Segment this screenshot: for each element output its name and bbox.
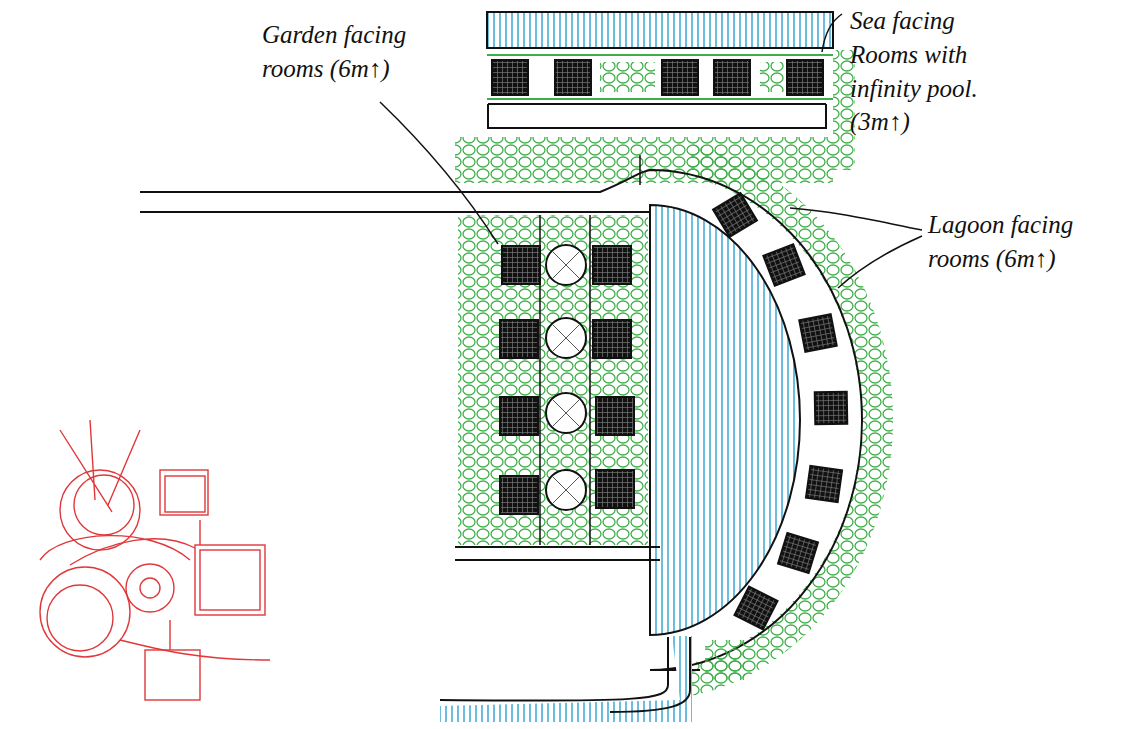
- concept-sketch: [74, 475, 134, 535]
- concept-sketch: [170, 520, 200, 650]
- plunge-pools: [552, 399, 580, 427]
- plunge-pools: [552, 476, 580, 504]
- leader-lines: [380, 102, 498, 244]
- access-road: [140, 170, 862, 670]
- water-channel: [440, 636, 692, 722]
- garden-rooms: [500, 476, 538, 514]
- plunge-pools: [552, 324, 580, 352]
- garden-block: [455, 215, 660, 560]
- garden-strip: [455, 137, 833, 183]
- leader-lines: [790, 208, 922, 230]
- plunge-pools: [552, 251, 580, 279]
- plunge-pools: [546, 245, 586, 510]
- concept-sketch: [60, 420, 140, 512]
- garden-rooms: [596, 397, 634, 435]
- access-road: [140, 170, 862, 670]
- concept-sketch: [165, 476, 205, 512]
- lagoon-rooms: [799, 314, 837, 352]
- infinity-pool: [487, 12, 833, 48]
- garden-rooms: [502, 246, 540, 284]
- lagoon-rooms: [806, 466, 842, 502]
- garden-strip: [639, 155, 641, 185]
- leader-lines: [380, 14, 922, 288]
- water-channel: [705, 640, 745, 680]
- concept-sketch: [140, 578, 160, 598]
- garden-block: [455, 559, 660, 561]
- lagoon-rooms: [778, 533, 818, 573]
- water-channel: [610, 637, 690, 712]
- sea-room-row: [492, 60, 528, 95]
- concept-sketch: [145, 650, 200, 700]
- concept-sketch: [160, 470, 208, 515]
- room-note: Garden facing rooms (6m↑): [262, 18, 437, 86]
- sea-room-row: [487, 54, 833, 56]
- concept-sketch: [40, 420, 270, 700]
- garden-rooms: [593, 320, 631, 358]
- sea-room-row: [787, 60, 823, 95]
- infinity-pool: [487, 12, 833, 48]
- plunge-pools: [546, 393, 586, 433]
- leader-lines: [822, 14, 842, 52]
- concept-sketch: [195, 545, 265, 615]
- concept-sketch: [60, 470, 140, 550]
- sea-room-row: [600, 62, 655, 92]
- sea-room-row: [555, 60, 591, 95]
- sea-room-row: [488, 104, 826, 128]
- sea-room-row: [487, 98, 833, 100]
- water-channel: [440, 636, 745, 722]
- sea-room-row: [714, 60, 750, 95]
- plunge-pools: [546, 470, 586, 510]
- garden-block: [455, 546, 660, 548]
- lagoon-rooms: [713, 193, 757, 237]
- water-channel: [440, 637, 668, 701]
- garden-rooms: [500, 246, 634, 514]
- sea-room-row: [760, 62, 784, 92]
- lagoon-rooms: [763, 244, 804, 285]
- room-note: Sea facing Rooms with infinity pool. (3m…: [850, 4, 1022, 139]
- concept-sketch: [47, 585, 113, 651]
- lagoon-rooms: [734, 586, 777, 629]
- garden-block: [458, 215, 648, 545]
- concept-sketch: [40, 536, 270, 660]
- garden-rooms: [500, 397, 538, 435]
- concept-sketch: [40, 567, 130, 657]
- room-note: Lagoon facing rooms (6m↑): [928, 208, 1106, 276]
- leader-lines: [838, 236, 922, 288]
- lagoon-rooms: [815, 392, 848, 425]
- garden-rooms: [593, 246, 631, 284]
- garden-rooms: [596, 470, 634, 508]
- plunge-pools: [546, 245, 586, 285]
- plunge-pools: [546, 318, 586, 358]
- sea-room-row: [487, 55, 833, 128]
- lagoon-rooms: [713, 193, 847, 629]
- garden-strip: [455, 137, 833, 185]
- garden-block: [589, 215, 591, 545]
- garden-rooms: [500, 320, 538, 358]
- sea-room-row: [662, 60, 698, 95]
- concept-sketch: [200, 550, 260, 610]
- concept-sketch: [126, 564, 174, 612]
- access-road: [140, 211, 650, 213]
